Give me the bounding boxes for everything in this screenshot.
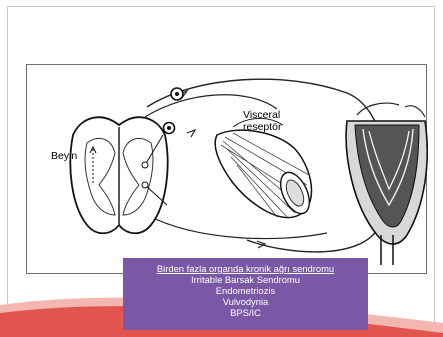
- caption-item-3: Vulvodynia: [123, 296, 368, 307]
- lower-loop: [147, 215, 327, 239]
- diagram-panel: Beyin Visceral reseptör: [26, 64, 427, 274]
- label-visceral: Visceral: [243, 110, 280, 121]
- caption-box: Birden fazla organda kronik ağrı sendrom…: [123, 258, 368, 330]
- spinal-cord-section: [70, 117, 167, 233]
- caption-title: Birden fazla organda kronik ağrı sendrom…: [123, 263, 368, 274]
- label-receptor: reseptör: [243, 122, 282, 133]
- caption-item-2: Endometriozis: [123, 285, 368, 296]
- intestine-illustration: [215, 118, 315, 218]
- label-brain: Beyin: [51, 151, 77, 162]
- caption-item-1: Irritable Barsak Sendromu: [123, 274, 368, 285]
- visceral-pain-diagram: [27, 65, 428, 275]
- bladder-illustration: [346, 103, 427, 265]
- caption-item-4: BPS/IC: [123, 307, 368, 318]
